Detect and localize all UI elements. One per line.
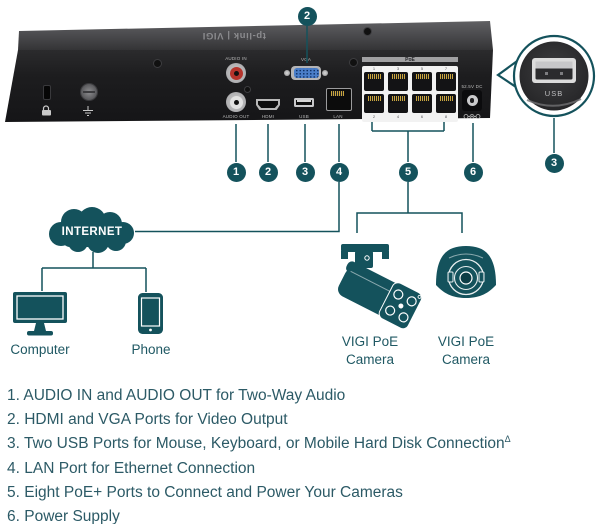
poe-port-number: 6 [420, 114, 424, 119]
kensington-lock-icon [42, 105, 51, 116]
audio-in-port [226, 63, 246, 83]
audio-in-label: AUDIO IN [225, 56, 247, 61]
audio-out-label: AUDIO OUT [222, 114, 250, 119]
legend-item-3: 3. Two USB Ports for Mouse, Keyboard, or… [7, 434, 511, 453]
dome-camera-icon [436, 246, 496, 298]
power-jack [462, 90, 482, 111]
poe-ports-block: 1 3 5 7 2 4 6 8 [362, 66, 458, 122]
chassis-vent-hole [363, 27, 372, 36]
internet-label: INTERNET [61, 226, 123, 238]
vga-port [291, 66, 321, 80]
dome-camera-label-line2: Camera [441, 352, 490, 367]
poe-port-number: 5 [420, 66, 424, 71]
grounding-icon [83, 106, 93, 116]
computer-label: Computer [10, 342, 70, 357]
audio-out-port [226, 92, 246, 112]
vga-screw [322, 70, 328, 76]
marker-1-audio: 1 [226, 162, 246, 182]
legend-item-5: 5. Eight PoE+ Ports to Connect and Power… [7, 483, 403, 501]
legend-item-4: 4. LAN Port for Ethernet Connection [7, 459, 256, 477]
phone-label: Phone [131, 342, 171, 357]
computer-icon [13, 292, 67, 336]
usb-port [294, 98, 314, 107]
vga-label: VGA [300, 57, 312, 62]
hdmi-label: HDMI [261, 114, 275, 119]
poe-port-7 [436, 72, 456, 91]
lan-port [326, 88, 352, 111]
legend-list: 1. AUDIO IN and AUDIO OUT for Two-Way Au… [7, 379, 511, 524]
bullet-camera-label-line1: VIGI PoE [341, 334, 399, 349]
chassis-screw [349, 58, 358, 67]
poe-strip [362, 57, 458, 62]
poe-port-5 [412, 72, 432, 91]
device-brand-logo: tp-link | VIGI [202, 30, 266, 41]
grounding-screw [80, 83, 98, 101]
poe-port-4 [388, 94, 408, 113]
poe-port-number: 8 [444, 114, 448, 119]
kensington-lock-slot [43, 85, 51, 100]
poe-strip-label: PoE [405, 56, 415, 63]
poe-port-6 [412, 94, 432, 113]
poe-port-3 [388, 72, 408, 91]
poe-port-number: 4 [396, 114, 400, 119]
marker-2-hdmi: 2 [258, 162, 278, 182]
poe-port-number: 1 [372, 66, 376, 71]
hdmi-port [256, 99, 280, 110]
marker-6-power: 6 [463, 162, 483, 182]
bullet-camera-icon [338, 244, 423, 330]
marker-3-callout: 3 [544, 153, 564, 173]
poe-port-number: 3 [396, 66, 400, 71]
marker-4-lan: 4 [329, 162, 349, 182]
usb-label: USB [299, 114, 309, 119]
poe-port-2 [364, 94, 384, 113]
vga-screw [284, 70, 290, 76]
usb-callout: USB [496, 34, 596, 118]
marker-5-poe: 5 [398, 162, 418, 182]
callout-usb-label: USB [545, 89, 563, 98]
legend-item-6: 6. Power Supply [7, 508, 120, 524]
poe-port-number: 2 [372, 114, 376, 119]
lan-label: LAN [333, 114, 343, 119]
chassis-screw [153, 59, 162, 68]
power-spec-label: 52.5V DC [461, 84, 483, 89]
callout-usb-port [532, 58, 576, 83]
chassis-screw [244, 86, 251, 93]
dome-camera-label-line1: VIGI PoE [437, 334, 495, 349]
legend-item-1: 1. AUDIO IN and AUDIO OUT for Two-Way Au… [7, 387, 346, 405]
bullet-camera-label-line2: Camera [345, 352, 394, 367]
marker-3-usb: 3 [295, 162, 315, 182]
phone-icon [138, 293, 163, 334]
poe-port-number: 7 [444, 66, 448, 71]
power-polarity-icon [463, 114, 481, 119]
legend-item-2: 2. HDMI and VGA Ports for Video Output [7, 411, 288, 429]
poe-port-1 [364, 72, 384, 91]
marker-2-vga: 2 [297, 6, 317, 26]
poe-port-8 [436, 94, 456, 113]
